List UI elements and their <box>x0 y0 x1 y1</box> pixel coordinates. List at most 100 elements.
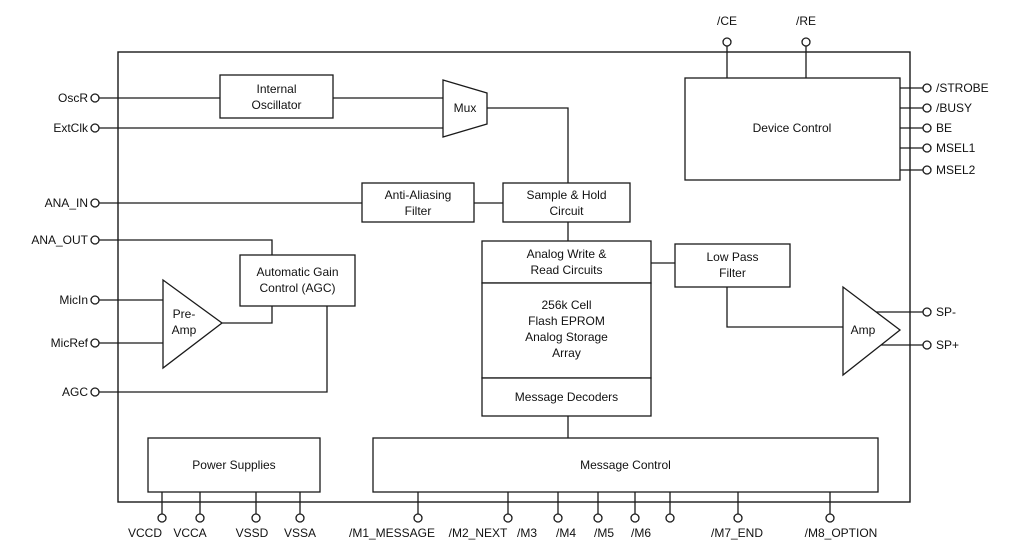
pin-busy <box>922 103 932 113</box>
pin-oscr <box>90 93 100 103</box>
pin-label-busy: /BUSY <box>936 101 972 115</box>
storage-array-label-line2: Flash EPROM <box>528 314 605 328</box>
pin-label-ana-out: ANA_OUT <box>31 233 88 247</box>
pin-label-m6: /M6 <box>631 526 651 540</box>
pin-label-vssa: VSSA <box>284 526 316 540</box>
pin-label-m1: /M1_MESSAGE <box>349 526 435 540</box>
low-pass-filter-label-line1: Low Pass <box>706 250 758 264</box>
analog-write-read-label-line2: Read Circuits <box>530 263 602 277</box>
pin-label-extclk: ExtClk <box>53 121 89 135</box>
wire-ana-out-to-agc <box>99 239 273 255</box>
pin-label-vcca: VCCA <box>173 526 206 540</box>
anti-aliasing-filter-box <box>361 182 475 223</box>
pin-label-m2: /M2_NEXT <box>449 526 508 540</box>
pin-label-vssd: VSSD <box>236 526 269 540</box>
power-supplies-block: Power Supplies <box>147 437 321 493</box>
pin-label-m8: /M8_OPTION <box>805 526 878 540</box>
pin-strobe <box>922 83 932 93</box>
amp-block: Amp <box>842 285 902 377</box>
pin-m7 <box>733 513 743 523</box>
message-control-block: Message Control <box>372 437 879 493</box>
pin-ana-in <box>90 198 100 208</box>
wires <box>99 46 923 514</box>
pin-vssa <box>295 513 305 523</box>
amp-label: Amp <box>851 323 876 337</box>
pin-be <box>922 123 932 133</box>
pin-label-msel1: MSEL1 <box>936 141 976 155</box>
pin-label-m7: /M7_END <box>711 526 763 540</box>
pin-label-strobe: /STROBE <box>936 81 989 95</box>
pins <box>90 37 932 523</box>
pin-m1 <box>413 513 423 523</box>
storage-array-block: 256k Cell Flash EPROM Analog Storage Arr… <box>481 282 652 379</box>
pin-label-m5: /M5 <box>594 526 614 540</box>
internal-oscillator-box <box>219 74 334 119</box>
internal-oscillator-label-line1: Internal <box>256 82 296 96</box>
storage-array-label-line3: Analog Storage <box>525 330 608 344</box>
device-control-block: Device Control <box>684 77 901 181</box>
power-supplies-label: Power Supplies <box>192 458 275 472</box>
anti-aliasing-filter-label-line2: Filter <box>405 204 432 218</box>
pin-label-m3: /M3 <box>517 526 537 540</box>
message-decoders-label: Message Decoders <box>515 390 618 404</box>
pin-agc <box>90 387 100 397</box>
message-decoders-block: Message Decoders <box>481 377 652 417</box>
power-supplies-box <box>147 437 321 493</box>
agc-label-line2: Control (AGC) <box>259 281 335 295</box>
agc-label-line1: Automatic Gain <box>256 265 338 279</box>
pin-micin <box>90 295 100 305</box>
pin-m2 <box>503 513 513 523</box>
mux-block: Mux <box>442 79 488 138</box>
wire-low-pass-to-amp <box>726 287 843 328</box>
pin-sp-plus <box>922 340 932 350</box>
pre-amp-label-line1: Pre- <box>173 307 196 321</box>
anti-aliasing-filter-label-line1: Anti-Aliasing <box>385 188 452 202</box>
pin-label-m4: /M4 <box>556 526 576 540</box>
sample-and-hold-block: Sample & Hold Circuit <box>502 182 631 223</box>
pin-m4 <box>593 513 603 523</box>
message-control-box <box>372 437 879 493</box>
device-control-box <box>684 77 901 181</box>
pin-sp-minus <box>922 307 932 317</box>
analog-write-read-block: Analog Write & Read Circuits <box>481 240 652 284</box>
pin-labels: /CE /RE OscR ExtClk ANA_IN ANA_OUT MicIn… <box>31 14 988 540</box>
pin-m6 <box>665 513 675 523</box>
pre-amp-triangle <box>162 278 224 370</box>
pin-label-ce: /CE <box>717 14 737 28</box>
pin-label-msel2: MSEL2 <box>936 163 976 177</box>
pin-vssd <box>251 513 261 523</box>
analog-write-read-label-line1: Analog Write & <box>527 247 607 261</box>
anti-aliasing-filter-block: Anti-Aliasing Filter <box>361 182 475 223</box>
pin-vcca <box>195 513 205 523</box>
pin-m3 <box>553 513 563 523</box>
pin-micref <box>90 338 100 348</box>
pin-vccd <box>157 513 167 523</box>
pin-ana-out <box>90 235 100 245</box>
pin-label-sp-plus: SP+ <box>936 338 959 352</box>
pin-label-oscr: OscR <box>58 91 88 105</box>
internal-oscillator-label-line2: Oscillator <box>251 98 301 112</box>
pin-label-re: /RE <box>796 14 816 28</box>
storage-array-label-line4: Array <box>552 346 581 360</box>
agc-box <box>239 254 356 307</box>
pin-label-micin: MicIn <box>59 293 88 307</box>
sample-and-hold-label-line2: Circuit <box>549 204 584 218</box>
wire-agc-pin-to-agc <box>99 306 328 393</box>
amp-triangle <box>842 285 902 377</box>
pin-m5 <box>630 513 640 523</box>
pin-label-be: BE <box>936 121 952 135</box>
mux-label: Mux <box>454 101 477 115</box>
analog-write-read-box <box>481 240 652 284</box>
internal-oscillator-block: Internal Oscillator <box>219 74 334 119</box>
wire-preamp-to-agc <box>222 306 273 324</box>
mux-shape <box>442 79 488 138</box>
low-pass-filter-label-line2: Filter <box>719 266 746 280</box>
pin-msel2 <box>922 165 932 175</box>
pin-extclk <box>90 123 100 133</box>
storage-array-label-line1: 256k Cell <box>541 298 591 312</box>
pin-label-sp-minus: SP- <box>936 305 956 319</box>
pin-label-vccd: VCCD <box>128 526 162 540</box>
wire-mux-to-sample-hold <box>487 107 569 183</box>
sample-and-hold-label-line1: Sample & Hold <box>526 188 606 202</box>
